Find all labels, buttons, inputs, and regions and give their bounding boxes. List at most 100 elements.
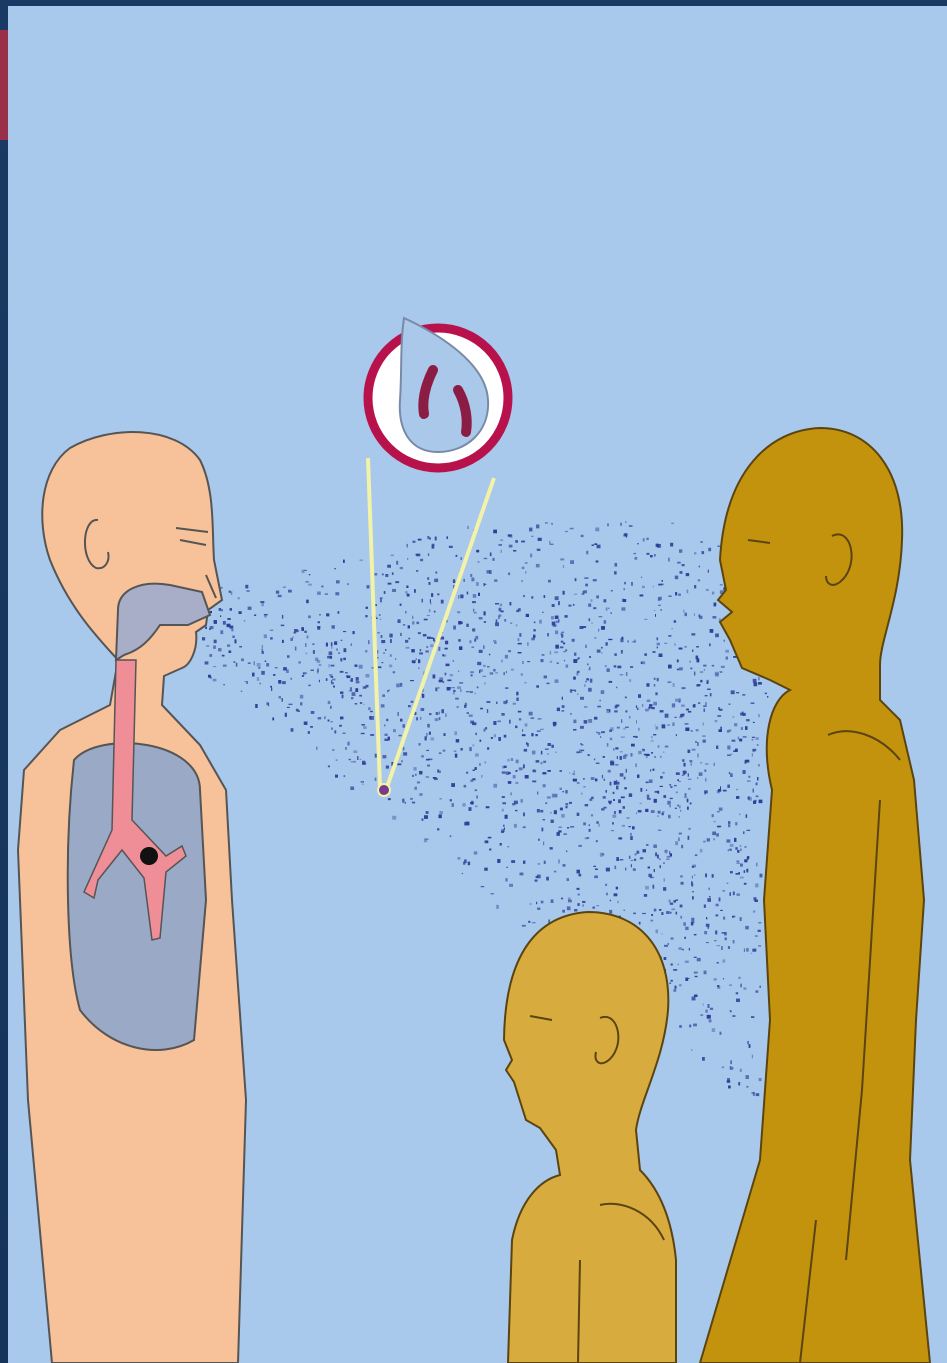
- aerosol-particle: [479, 763, 481, 766]
- aerosol-particle: [415, 774, 416, 776]
- aerosol-particle: [694, 995, 698, 997]
- aerosol-particle: [611, 590, 613, 591]
- aerosol-particle: [753, 722, 755, 723]
- aerosol-particle: [653, 702, 657, 706]
- aerosol-particle: [550, 661, 552, 663]
- aerosol-particle: [664, 878, 666, 881]
- aerosol-particle: [473, 609, 474, 612]
- aerosol-particle: [303, 672, 307, 674]
- aerosol-particle: [614, 893, 618, 896]
- aerosol-particle: [596, 561, 599, 563]
- aerosol-particle: [691, 764, 692, 766]
- aerosol-particle: [638, 810, 642, 812]
- aerosol-particle: [614, 665, 617, 667]
- aerosol-particle: [400, 683, 403, 687]
- aerosol-particle: [640, 788, 642, 792]
- aerosol-particle: [680, 571, 683, 574]
- aerosol-particle: [294, 632, 296, 633]
- aerosol-particle: [503, 825, 505, 827]
- aerosol-particle: [230, 626, 234, 629]
- aerosol-particle: [439, 798, 441, 800]
- aerosol-particle: [535, 734, 537, 736]
- aerosol-particle: [454, 751, 457, 752]
- aerosol-particle: [419, 653, 423, 655]
- aerosol-particle: [483, 645, 484, 649]
- aerosol-particle: [241, 691, 242, 692]
- aerosol-particle: [508, 772, 511, 774]
- aerosol-particle: [297, 630, 299, 632]
- aerosol-particle: [266, 663, 269, 666]
- aerosol-particle: [740, 845, 742, 846]
- aerosol-particle: [484, 583, 485, 586]
- aerosol-particle: [439, 811, 443, 814]
- aerosol-particle: [254, 615, 256, 616]
- aerosol-particle: [511, 860, 515, 863]
- aerosol-particle: [746, 719, 749, 721]
- aerosol-particle: [629, 793, 632, 797]
- aerosol-particle: [523, 595, 525, 597]
- aerosol-particle: [555, 679, 559, 683]
- aerosol-particle: [596, 732, 598, 733]
- aerosol-particle: [660, 865, 661, 868]
- aerosol-particle: [452, 803, 454, 807]
- aerosol-particle: [332, 750, 334, 751]
- aerosol-particle: [429, 582, 431, 585]
- aerosol-particle: [692, 866, 694, 868]
- aerosol-particle: [730, 871, 733, 873]
- aerosol-particle: [685, 793, 687, 797]
- aerosol-particle: [223, 684, 224, 685]
- aerosol-particle: [672, 722, 674, 726]
- aerosol-particle: [232, 636, 235, 639]
- aerosol-particle: [572, 639, 575, 642]
- aerosol-particle: [691, 883, 693, 887]
- aerosol-particle: [528, 921, 530, 923]
- aerosol-particle: [601, 808, 604, 810]
- aerosol-particle: [700, 541, 703, 542]
- aerosol-particle: [670, 903, 673, 905]
- aerosol-particle: [699, 566, 700, 568]
- aerosol-particle: [578, 658, 581, 659]
- aerosol-particle: [583, 786, 585, 787]
- aerosol-particle: [598, 629, 599, 632]
- aerosol-particle: [704, 790, 708, 793]
- aerosol-particle: [341, 640, 343, 641]
- aerosol-particle: [534, 629, 536, 631]
- aerosol-particle: [561, 634, 563, 638]
- aerosol-particle: [717, 945, 721, 946]
- aerosol-particle: [469, 715, 473, 717]
- aerosol-particle: [360, 560, 364, 562]
- aerosol-particle: [565, 790, 567, 794]
- aerosol-particle: [451, 783, 455, 787]
- aerosol-particle: [291, 728, 294, 732]
- aerosol-particle: [220, 630, 223, 634]
- aerosol-particle: [584, 720, 588, 724]
- aerosol-particle: [674, 717, 677, 718]
- aerosol-particle: [696, 729, 699, 731]
- aerosol-particle: [511, 758, 513, 761]
- aerosol-particle: [413, 541, 416, 543]
- aerosol-particle: [672, 703, 675, 707]
- aerosol-particle: [279, 696, 281, 698]
- aerosol-particle: [614, 781, 617, 785]
- aerosol-particle: [660, 597, 662, 601]
- aerosol-particle: [385, 734, 388, 736]
- aerosol-particle: [516, 610, 519, 612]
- aerosol-particle: [407, 594, 410, 597]
- aerosol-particle: [712, 814, 714, 817]
- aerosol-particle: [392, 589, 396, 592]
- aerosol-particle: [508, 650, 511, 652]
- aerosol-particle: [470, 574, 472, 577]
- aerosol-particle: [270, 686, 272, 688]
- aerosol-particle: [615, 866, 617, 870]
- aerosol-particle: [248, 662, 251, 664]
- aerosol-particle: [579, 750, 582, 754]
- aerosol-particle: [498, 616, 499, 619]
- aerosol-particle: [398, 712, 399, 716]
- aerosol-particle: [426, 776, 429, 778]
- aerosol-particle: [675, 986, 677, 989]
- aerosol-particle: [550, 812, 551, 813]
- aerosol-particle: [621, 650, 623, 654]
- aerosol-particle: [475, 693, 476, 695]
- aerosol-particle: [308, 685, 310, 686]
- aerosol-particle: [494, 579, 497, 581]
